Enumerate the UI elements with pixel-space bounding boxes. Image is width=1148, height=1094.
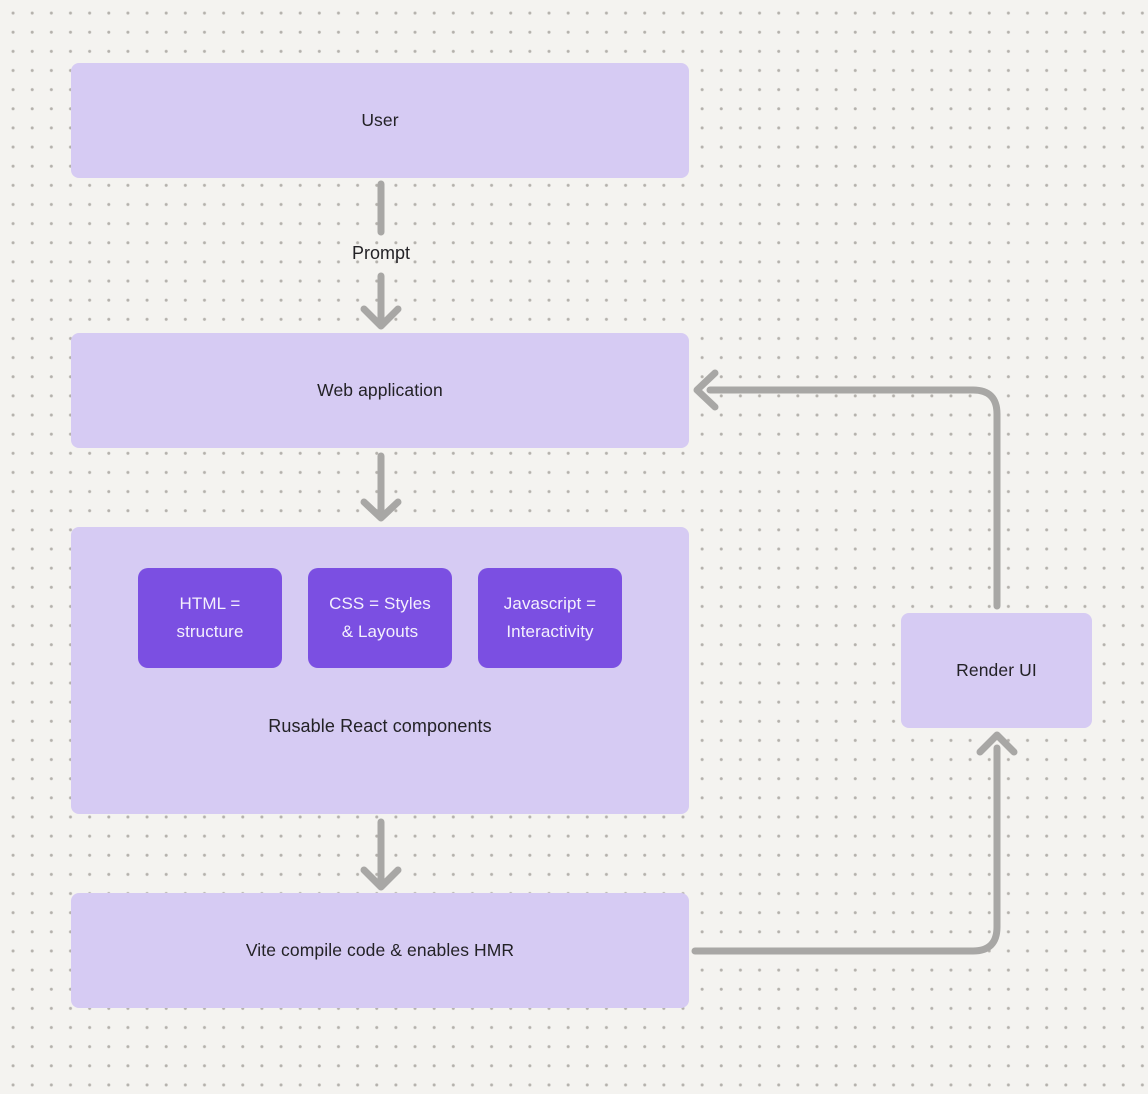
node-render-ui: Render UI bbox=[901, 613, 1092, 728]
node-render-ui-label: Render UI bbox=[956, 660, 1037, 680]
node-web-application-label: Web application bbox=[317, 380, 443, 400]
node-css-line-1: CSS = Styles bbox=[329, 594, 431, 613]
edge-renderui-to-webapp-line bbox=[706, 386, 1001, 610]
edge-components-to-vite-arrowhead bbox=[360, 866, 402, 891]
edge-components-to-vite bbox=[360, 818, 402, 891]
edge-label-prompt: Prompt bbox=[351, 243, 411, 263]
edge-webapp-to-components-arrowhead bbox=[360, 498, 402, 522]
node-javascript-component: Javascript = Interactivity bbox=[478, 568, 622, 668]
node-vite-label: Vite compile code & enables HMR bbox=[245, 940, 515, 960]
edge-vite-to-renderui-line bbox=[691, 744, 1001, 955]
edge-renderui-to-webapp bbox=[693, 369, 1001, 610]
node-javascript-line-1: Javascript = bbox=[503, 594, 597, 613]
node-html-line-2: structure bbox=[176, 622, 244, 641]
node-javascript-line-2: Interactivity bbox=[506, 622, 594, 641]
node-user-label: User bbox=[361, 110, 399, 130]
components-group-caption: Rusable React components bbox=[268, 716, 492, 736]
node-css-component: CSS = Styles & Layouts bbox=[308, 568, 452, 668]
node-components-group: HTML = structure CSS = Styles & Layouts … bbox=[71, 527, 689, 814]
node-html-line-1: HTML = bbox=[179, 594, 241, 613]
node-html-component: HTML = structure bbox=[138, 568, 282, 668]
node-css-line-2: & Layouts bbox=[341, 622, 419, 641]
edge-user-to-webapp-arrowhead bbox=[360, 305, 402, 330]
edge-vite-to-renderui bbox=[691, 731, 1018, 955]
node-vite: Vite compile code & enables HMR bbox=[71, 893, 689, 1008]
edge-renderui-to-webapp-arrowhead bbox=[693, 369, 719, 411]
edge-vite-to-renderui-arrowhead bbox=[976, 731, 1018, 756]
edge-webapp-to-components bbox=[360, 452, 402, 522]
node-web-application: Web application bbox=[71, 333, 689, 448]
node-user: User bbox=[71, 63, 689, 178]
